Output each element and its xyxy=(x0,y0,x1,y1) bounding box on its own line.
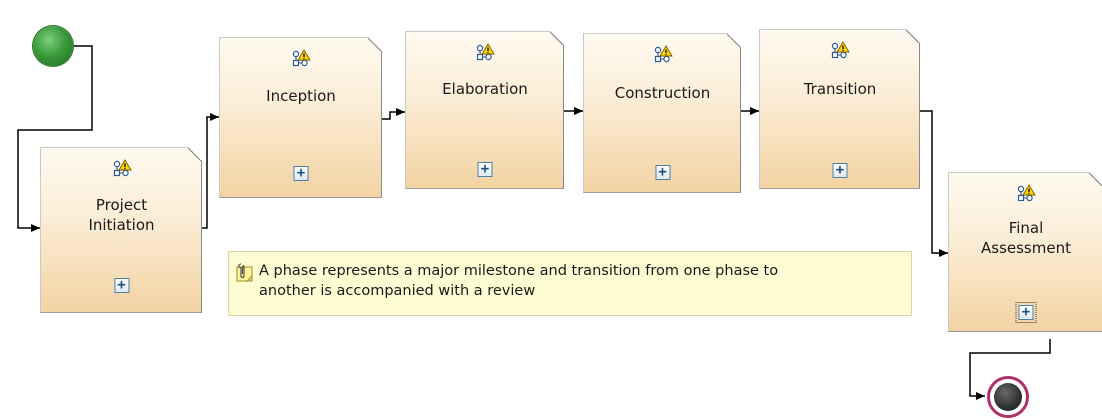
phase-label: Transition xyxy=(803,80,877,98)
phase-elaboration[interactable]: Elaboration + xyxy=(405,31,564,189)
phase-icon xyxy=(112,159,132,179)
phase-label: Project Initiation xyxy=(88,196,155,234)
phase-project-initiation[interactable]: Project Initiation + xyxy=(40,147,202,313)
connector-transition-to-final-assessment[interactable] xyxy=(919,110,948,257)
phase-label: Elaboration xyxy=(442,80,528,98)
connector-project-initiation-to-inception[interactable] xyxy=(201,113,219,229)
diagram-note[interactable]: A phase represents a major milestone and… xyxy=(228,251,912,316)
phase-icon xyxy=(830,41,850,61)
phase-label: Final Assessment xyxy=(981,219,1071,257)
expand-button[interactable]: + xyxy=(833,163,848,178)
expand-button[interactable]: + xyxy=(114,278,129,293)
end-event-icon[interactable] xyxy=(987,376,1029,418)
expand-button[interactable]: + xyxy=(1019,305,1034,320)
phase-icon xyxy=(291,49,311,69)
phase-icon xyxy=(653,45,673,65)
phase-label: Construction xyxy=(614,84,711,102)
expand-button[interactable]: + xyxy=(478,162,493,177)
connector-final-assessment-to-end[interactable] xyxy=(969,339,1051,400)
phase-final-assessment[interactable]: Final Assessment + xyxy=(948,172,1102,332)
phase-construction[interactable]: Construction + xyxy=(583,33,741,193)
expand-button[interactable]: + xyxy=(294,166,309,181)
phase-transition[interactable]: Transition + xyxy=(759,29,920,189)
note-icon xyxy=(236,263,253,282)
phase-inception[interactable]: Inception + xyxy=(219,37,382,198)
connector-start-to-project-initiation[interactable] xyxy=(17,45,93,232)
note-text: A phase represents a major milestone and… xyxy=(259,263,779,299)
expand-button[interactable]: + xyxy=(655,165,670,180)
phase-icon xyxy=(475,43,495,63)
connector-inception-to-elaboration[interactable] xyxy=(381,108,405,120)
phase-label: Inception xyxy=(266,87,336,105)
start-event-icon[interactable] xyxy=(33,26,73,66)
phase-icon xyxy=(1016,184,1036,204)
